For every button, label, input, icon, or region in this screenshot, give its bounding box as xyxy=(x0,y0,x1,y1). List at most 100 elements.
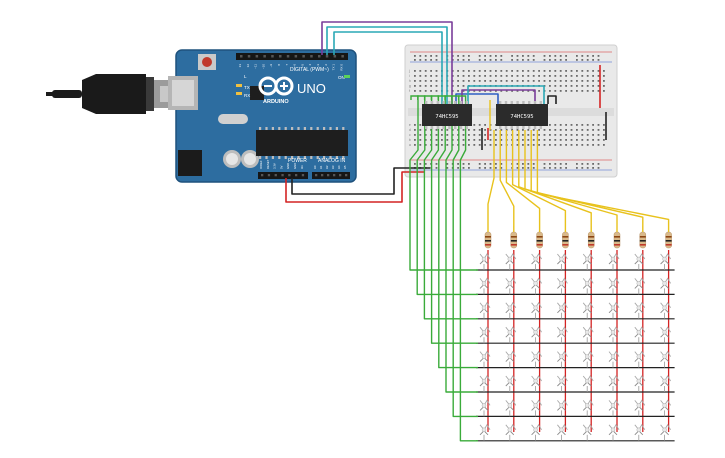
chip-pin xyxy=(528,101,531,104)
mcu-pin xyxy=(271,156,274,159)
breadboard-hole xyxy=(430,85,432,87)
mcu-pin xyxy=(310,156,313,159)
mcu-pin xyxy=(335,156,338,159)
digital-pin-label: 8 xyxy=(277,64,281,66)
breadboard-hole xyxy=(532,55,535,57)
breadboard-hole xyxy=(559,75,562,77)
breadboard-hole xyxy=(468,70,470,72)
breadboard-hole xyxy=(473,134,476,136)
breadboard-hole xyxy=(435,163,438,165)
digital-pin-label: ~3 xyxy=(316,64,320,68)
led-body xyxy=(662,354,667,359)
breadboard-hole xyxy=(414,163,416,165)
chip-pin xyxy=(448,126,451,129)
led-body xyxy=(533,281,538,286)
chip-pin xyxy=(425,101,428,104)
led-lead xyxy=(557,423,568,431)
yellow-wire xyxy=(524,130,618,232)
teal-wire xyxy=(326,26,448,104)
led-lead xyxy=(634,301,646,309)
breadboard-hole xyxy=(532,80,535,82)
header-pin xyxy=(325,55,329,58)
led-body xyxy=(481,281,487,286)
breadboard-hole xyxy=(532,144,535,146)
header-pin xyxy=(247,55,251,58)
breadboard-hole xyxy=(581,90,584,92)
green-wire xyxy=(430,124,478,344)
chip-pin xyxy=(516,126,519,129)
led xyxy=(531,301,542,319)
breadboard-hole xyxy=(419,129,422,131)
breadboard-hole xyxy=(576,167,578,169)
led-body xyxy=(507,427,513,433)
breadboard-hole xyxy=(565,85,567,87)
power-label: POWER xyxy=(288,158,307,164)
led-lead xyxy=(531,301,542,309)
breadboard-hole xyxy=(570,124,573,126)
breadboard-hole xyxy=(516,75,519,77)
breadboard-hole xyxy=(597,144,600,146)
breadboard-hole xyxy=(516,70,519,72)
breadboard-hole xyxy=(522,59,524,61)
breadboard-hole xyxy=(516,59,519,61)
breadboard-hole xyxy=(478,70,481,72)
led-body xyxy=(559,427,564,433)
breadboard-hole xyxy=(554,144,557,146)
breadboard-hole xyxy=(565,70,567,72)
header-pin xyxy=(302,55,305,58)
led-lead xyxy=(582,399,594,407)
breadboard-hole xyxy=(424,163,427,165)
led xyxy=(582,423,594,441)
breadboard-hole xyxy=(543,70,546,72)
breadboard-hole xyxy=(500,80,503,82)
breadboard-hole xyxy=(597,134,600,136)
breadboard-hole xyxy=(419,90,422,92)
led xyxy=(505,350,517,368)
breadboard-hole xyxy=(527,144,530,146)
breadboard-hole xyxy=(505,70,508,72)
resistor-band xyxy=(588,244,595,246)
power-pin-label: GND xyxy=(286,163,290,169)
led-lead xyxy=(634,375,646,382)
breadboard-hole xyxy=(419,55,422,57)
breadboard-hole xyxy=(500,59,503,61)
row-letter: g xyxy=(409,84,411,88)
breadboard-hole xyxy=(549,124,551,126)
breadboard-hole xyxy=(473,70,476,72)
row-letter: c xyxy=(409,133,411,137)
led xyxy=(479,253,491,270)
breadboard-hole xyxy=(484,55,486,57)
breadboard-hole xyxy=(516,167,519,169)
breadboard-hole xyxy=(457,167,459,169)
chip-pin xyxy=(533,101,537,104)
header-pin xyxy=(315,174,318,177)
led-lead xyxy=(531,375,542,382)
breadboard-hole xyxy=(500,134,503,136)
chip-pin xyxy=(539,126,542,129)
led xyxy=(660,375,671,392)
led xyxy=(582,326,594,344)
led-body xyxy=(533,403,538,408)
breadboard-hole xyxy=(430,59,432,61)
breadboard-hole xyxy=(511,80,513,82)
breadboard-hole xyxy=(559,139,562,141)
breadboard-hole xyxy=(538,139,540,141)
breadboard-hole xyxy=(462,59,465,61)
chip-pin xyxy=(499,126,502,129)
led-body xyxy=(559,329,564,335)
breadboard-hole xyxy=(586,134,589,136)
mcu-pin xyxy=(316,127,319,130)
breadboard-hole xyxy=(538,80,540,82)
led-lead xyxy=(557,375,568,382)
resistor-band xyxy=(665,244,672,246)
breadboard-hole xyxy=(495,90,497,92)
breadboard-hole xyxy=(435,90,438,92)
led-lead xyxy=(479,301,491,309)
breadboard-hole xyxy=(495,55,497,57)
led-body xyxy=(662,427,667,433)
led-lead xyxy=(582,277,594,285)
analog-pin-label: A0 xyxy=(313,165,317,169)
led-body xyxy=(559,281,564,286)
